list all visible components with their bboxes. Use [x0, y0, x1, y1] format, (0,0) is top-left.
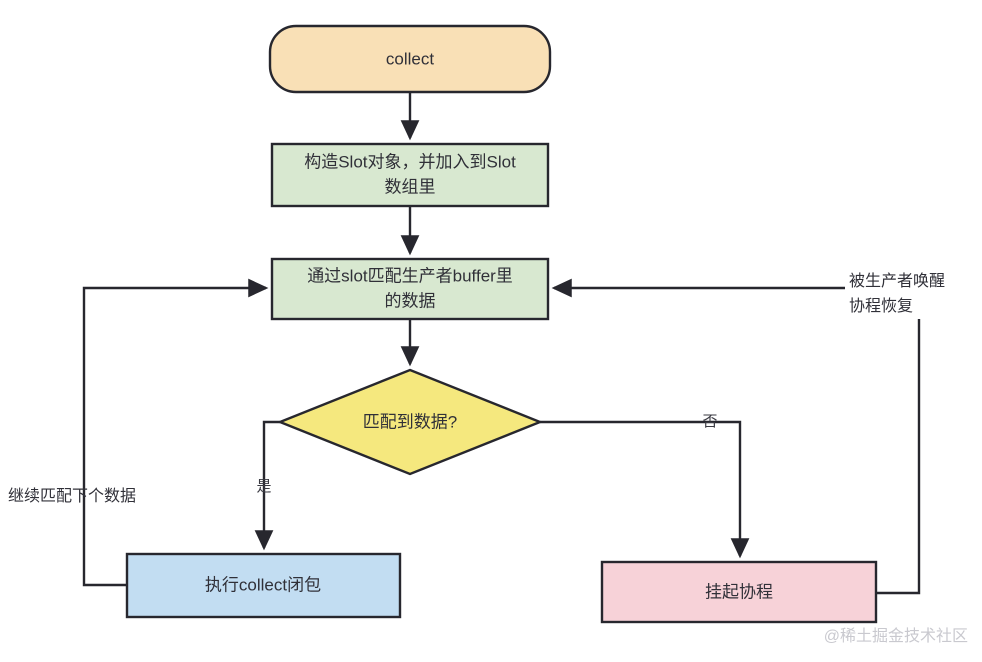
- node-label-build-slot-line2: 数组里: [385, 177, 436, 196]
- node-label-suspend: 挂起协程: [705, 582, 773, 601]
- edge-line-collect-loop: [82, 278, 269, 587]
- node-label-match-buffer-line2: 的数据: [385, 291, 436, 310]
- node-shape-decision[interactable]: [276, 368, 544, 476]
- watermark: @稀土掘金技术社区: [824, 627, 968, 645]
- node-shape-build-slot[interactable]: [270, 142, 550, 208]
- node-label-decision: 匹配到数据?: [363, 412, 457, 431]
- edge-decision-no: 否: [540, 413, 750, 559]
- node-run-collect[interactable]: 执行collect闭包: [125, 552, 402, 619]
- edge-decision-yes: 是: [254, 420, 280, 551]
- edge-line-decision-no: [540, 420, 750, 559]
- node-label-run-collect: 执行collect闭包: [205, 575, 321, 594]
- node-label-build-slot-line1: 构造Slot对象，并加入到Slot: [304, 152, 516, 171]
- node-start-collect[interactable]: collect: [268, 24, 552, 94]
- edge-label-yes: 是: [256, 478, 271, 495]
- edge-line-resume-riser: [876, 319, 921, 595]
- edge-label-resume-line1: 被生产者唤醒: [849, 272, 945, 290]
- node-label-match-buffer-line1: 通过slot匹配生产者buffer里: [307, 266, 513, 285]
- node-label-start: collect: [386, 49, 434, 68]
- node-shape-suspend[interactable]: [600, 560, 878, 624]
- edge-suspend-resume: 被生产者唤醒 协程恢复: [551, 272, 945, 595]
- edge-collect-loop-back: 继续匹配下个数据: [8, 278, 269, 587]
- edge-label-no: 否: [702, 413, 717, 430]
- edge-line-decision-yes: [254, 420, 280, 551]
- node-match-buffer[interactable]: 通过slot匹配生产者buffer里 的数据: [270, 257, 550, 321]
- node-build-slot[interactable]: 构造Slot对象，并加入到Slot 数组里: [270, 142, 550, 208]
- node-shape-start[interactable]: [268, 24, 552, 94]
- edge-label-resume-line2: 协程恢复: [849, 297, 913, 315]
- node-shape-match-buffer[interactable]: [270, 257, 550, 321]
- node-shape-run-collect[interactable]: [125, 552, 402, 619]
- node-suspend[interactable]: 挂起协程: [600, 560, 878, 624]
- node-decision[interactable]: 匹配到数据?: [276, 368, 544, 476]
- edge-label-continue-match: 继续匹配下个数据: [8, 487, 136, 505]
